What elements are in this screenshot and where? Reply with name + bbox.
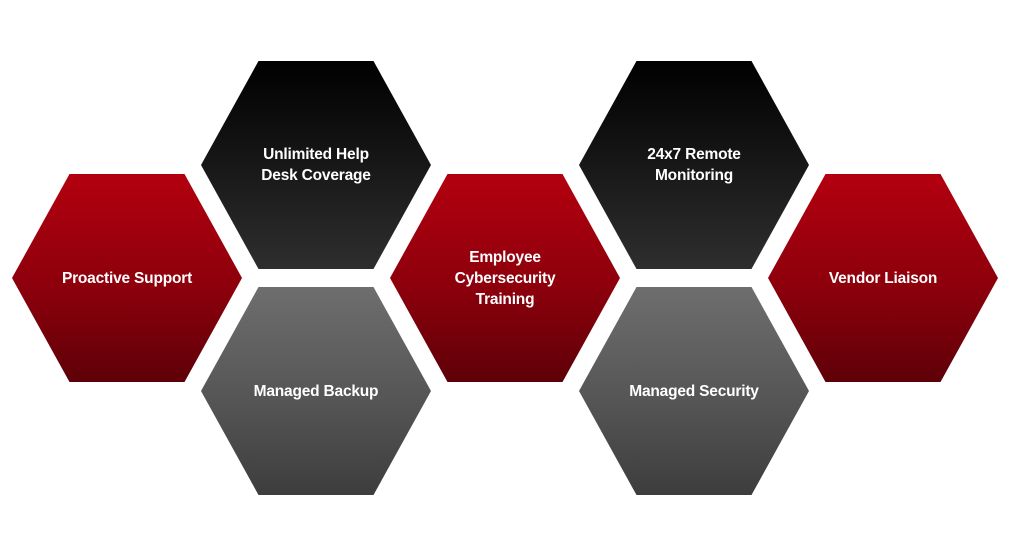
hexagon-label: 24x7 Remote Monitoring [647, 146, 741, 184]
hexagon-label: Proactive Support [61, 269, 193, 287]
hexagon-label: Managed Backup [253, 382, 379, 400]
hexagon-managed-security: Managed Security [579, 287, 809, 495]
hexagon-label: Vendor Liaison [828, 269, 938, 287]
hexagon-cybersecurity-training: Employee Cybersecurity Training [390, 174, 620, 382]
hexagon-managed-backup: Managed Backup [201, 287, 431, 495]
hexagon-remote-monitoring: 24x7 Remote Monitoring [579, 61, 809, 269]
hexagon-proactive-support: Proactive Support [12, 174, 242, 382]
hexagon-help-desk: Unlimited Help Desk Coverage [201, 61, 431, 269]
hexagon-vendor-liaison: Vendor Liaison [768, 174, 998, 382]
hexagon-label: Unlimited Help Desk Coverage [261, 146, 371, 184]
hexagon-label: Managed Security [629, 382, 759, 400]
hexagon-label: Employee Cybersecurity Training [454, 248, 556, 308]
